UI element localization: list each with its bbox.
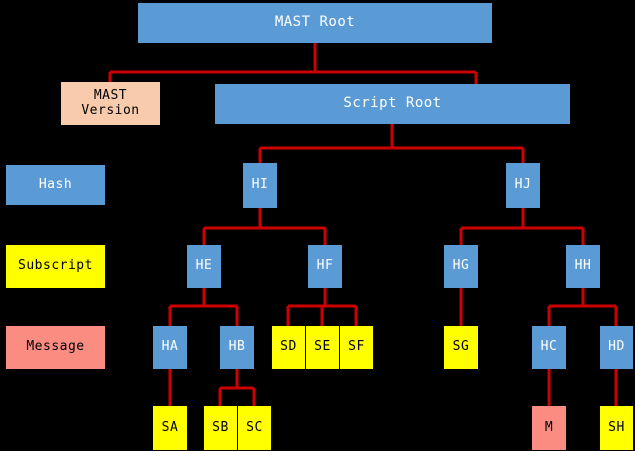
node-label: HE xyxy=(195,258,213,274)
node-hg[interactable]: HG xyxy=(444,245,478,288)
node-m[interactable]: M xyxy=(532,406,566,450)
node-label: HI xyxy=(251,177,269,193)
edge-HE-to-children xyxy=(168,288,239,326)
node-label: HA xyxy=(161,339,179,355)
node-hf[interactable]: HF xyxy=(308,245,342,288)
node-label: SH xyxy=(608,419,625,435)
node-he[interactable]: HE xyxy=(187,245,221,288)
node-label: HC xyxy=(540,339,558,355)
edge-HJ-to-children xyxy=(459,208,585,245)
edge-script-root-to-hashes xyxy=(258,124,525,163)
node-label: HD xyxy=(608,339,625,355)
node-label: Subscript xyxy=(18,258,93,274)
node-hc[interactable]: HC xyxy=(532,326,566,369)
node-label: SF xyxy=(348,339,365,355)
node-hb[interactable]: HB xyxy=(220,326,254,369)
legend-legend-message[interactable]: Message xyxy=(6,326,105,369)
node-label: MAST Version xyxy=(81,87,140,118)
node-label: SC xyxy=(246,419,263,435)
node-label: SA xyxy=(161,419,179,435)
node-label: Script Root xyxy=(343,95,442,112)
node-sb[interactable]: SB xyxy=(204,406,237,450)
edge-HB-to-children xyxy=(218,369,256,406)
node-sc[interactable]: SC xyxy=(238,406,271,450)
legend-legend-hash[interactable]: Hash xyxy=(6,165,105,205)
edge-HH-to-children xyxy=(547,288,618,326)
node-label: SE xyxy=(314,339,331,355)
node-label: Message xyxy=(26,339,85,355)
node-ha[interactable]: HA xyxy=(153,326,187,369)
node-label: SD xyxy=(280,339,297,355)
node-hh[interactable]: HH xyxy=(566,245,600,288)
edge-HF-to-children xyxy=(286,288,358,326)
node-label: HG xyxy=(452,258,470,274)
node-sa[interactable]: SA xyxy=(153,406,187,450)
legend-legend-subscript[interactable]: Subscript xyxy=(6,245,105,288)
node-sh[interactable]: SH xyxy=(600,406,633,450)
edge-mast-root-to-children xyxy=(108,43,478,84)
node-se[interactable]: SE xyxy=(306,326,339,369)
node-hd[interactable]: HD xyxy=(600,326,633,369)
node-label: SB xyxy=(212,419,229,435)
node-label: Hash xyxy=(38,176,73,192)
node-sd[interactable]: SD xyxy=(272,326,305,369)
edge-HI-to-children xyxy=(202,208,327,245)
node-hj[interactable]: HJ xyxy=(506,163,540,208)
node-label: M xyxy=(544,419,554,435)
node-sf[interactable]: SF xyxy=(340,326,373,369)
node-mast-version[interactable]: MAST Version xyxy=(61,82,160,125)
node-sg[interactable]: SG xyxy=(444,326,478,369)
node-hi[interactable]: HI xyxy=(243,163,277,208)
node-mast-root[interactable]: MAST Root xyxy=(138,3,492,43)
node-label: HF xyxy=(316,258,334,274)
node-label: MAST Root xyxy=(274,14,356,31)
node-label: HH xyxy=(574,258,592,274)
node-label: HJ xyxy=(514,177,532,193)
node-script-root[interactable]: Script Root xyxy=(215,84,570,124)
node-label: HB xyxy=(228,339,246,355)
node-label: SG xyxy=(452,339,470,355)
